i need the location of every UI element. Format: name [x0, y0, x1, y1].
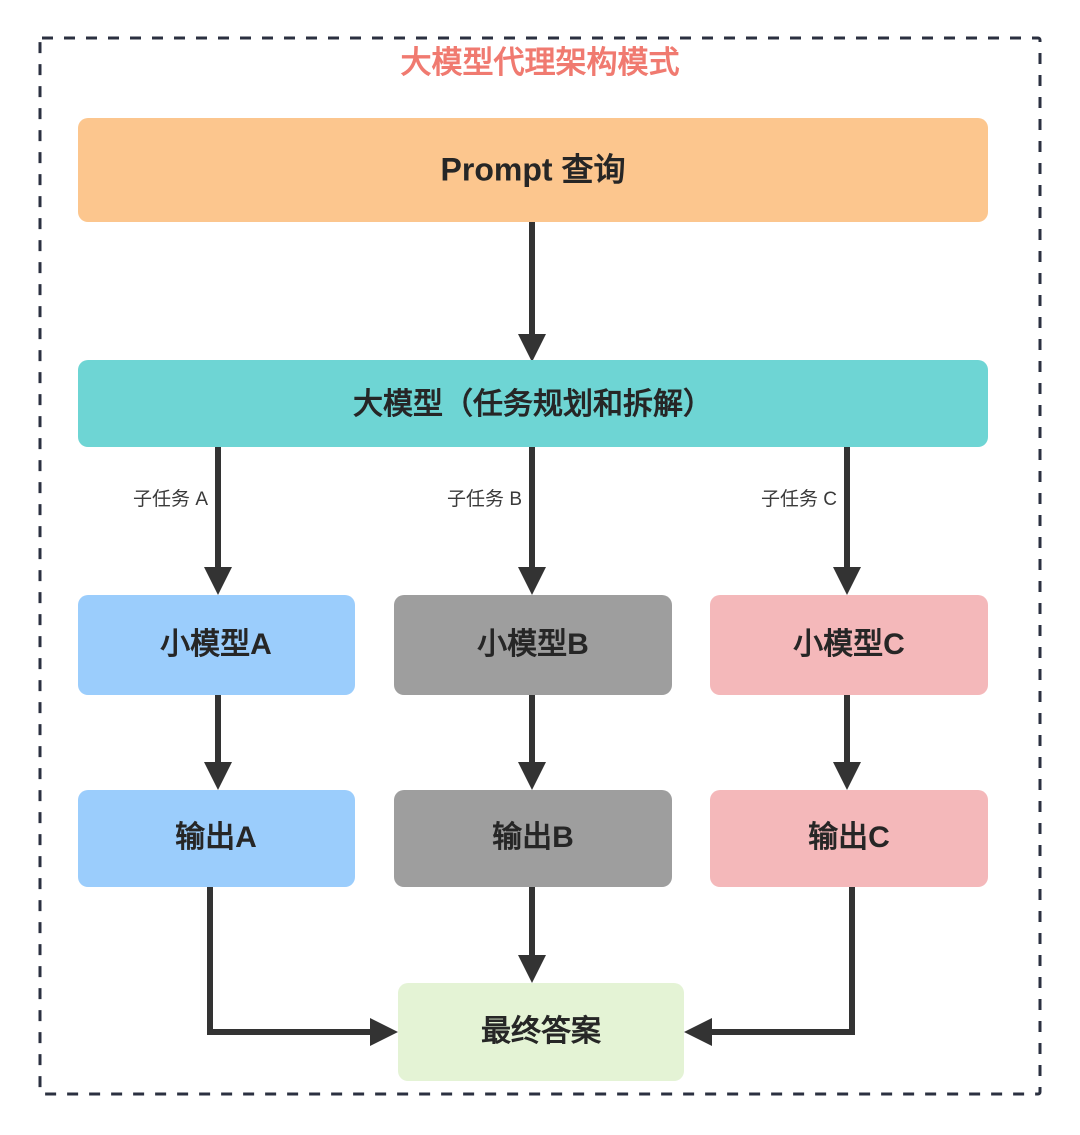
- node-small-model-c-box[interactable]: [710, 595, 988, 695]
- diagram-container-border: [38, 36, 1042, 1096]
- node-final-answer[interactable]: 最终答案: [398, 983, 684, 1081]
- edge-label-subtask-c: 子任务 C: [761, 488, 837, 510]
- node-output-c-label: 输出C: [808, 821, 890, 854]
- node-output-c-box[interactable]: [710, 790, 988, 887]
- node-output-c[interactable]: 输出C: [710, 790, 988, 887]
- node-small-model-a[interactable]: 小模型A: [78, 595, 355, 695]
- node-output-a-box[interactable]: [78, 790, 355, 887]
- node-output-b-label: 输出B: [492, 821, 574, 854]
- node-output-a[interactable]: 输出A: [78, 790, 355, 887]
- node-prompt-query-label: Prompt 查询: [441, 151, 626, 187]
- arrowhead-icon: [518, 567, 546, 595]
- node-small-model-b-box[interactable]: [394, 595, 672, 695]
- arrowhead-icon: [684, 1018, 712, 1046]
- node-final-answer-box[interactable]: [398, 983, 684, 1081]
- node-small-model-b-label: 小模型B: [477, 628, 589, 661]
- arrowhead-icon: [204, 567, 232, 595]
- edge-llm-to-modelB: 子任务 B: [447, 447, 546, 595]
- edge-outputC-to-final: [684, 887, 855, 1046]
- edge-outputA-to-final: [207, 887, 398, 1046]
- diagram-title: 大模型代理架构模式: [401, 45, 680, 80]
- node-large-model-label: 大模型（任务规划和拆解）: [353, 387, 713, 421]
- node-small-model-a-label: 小模型A: [160, 628, 272, 661]
- node-output-b[interactable]: 输出B: [394, 790, 672, 887]
- arrowhead-icon: [518, 762, 546, 790]
- node-small-model-c[interactable]: 小模型C: [710, 595, 988, 695]
- edge-modelA-to-outputA: [204, 695, 232, 790]
- node-large-model[interactable]: 大模型（任务规划和拆解）: [78, 360, 988, 447]
- edge-llm-to-modelA: 子任务 A: [133, 447, 232, 595]
- edge-prompt-to-llm: [518, 222, 546, 362]
- node-prompt-query[interactable]: Prompt 查询: [78, 118, 988, 222]
- arrowhead-icon: [518, 955, 546, 983]
- node-small-model-a-box[interactable]: [78, 595, 355, 695]
- edge-label-subtask-b: 子任务 B: [447, 488, 522, 510]
- edge-modelC-to-outputC: [833, 695, 861, 790]
- edge-label-subtask-a: 子任务 A: [133, 488, 208, 510]
- edge-modelB-to-outputB: [518, 695, 546, 790]
- node-final-answer-label: 最终答案: [481, 1014, 602, 1048]
- arrowhead-icon: [518, 334, 546, 362]
- node-prompt-query-box[interactable]: [78, 118, 988, 222]
- arrowhead-icon: [833, 567, 861, 595]
- node-output-a-label: 输出A: [175, 821, 257, 854]
- edge-outputB-to-final: [518, 887, 546, 983]
- arrowhead-icon: [370, 1018, 398, 1046]
- arrowhead-icon: [833, 762, 861, 790]
- node-output-b-box[interactable]: [394, 790, 672, 887]
- node-small-model-b[interactable]: 小模型B: [394, 595, 672, 695]
- edge-llm-to-modelC: 子任务 C: [761, 447, 861, 595]
- node-small-model-c-label: 小模型C: [793, 628, 905, 661]
- arrowhead-icon: [204, 762, 232, 790]
- node-large-model-box[interactable]: [78, 360, 988, 447]
